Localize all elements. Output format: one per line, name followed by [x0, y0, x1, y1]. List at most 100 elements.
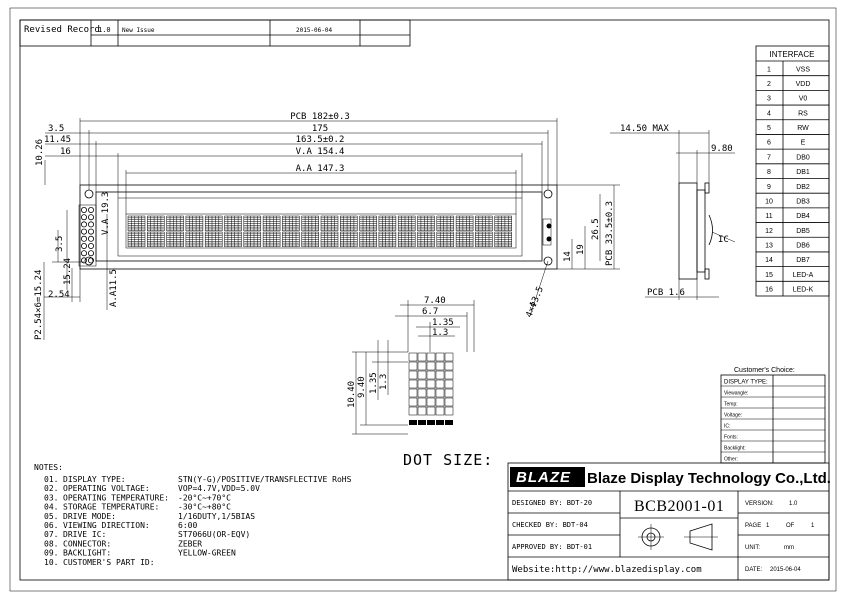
note-number: 02.	[44, 484, 58, 493]
pcb-outline	[79, 184, 558, 270]
pin-number: 14	[765, 257, 773, 264]
dim-10-26: 10.26	[35, 139, 45, 166]
connector-pad	[81, 206, 88, 213]
page-number: 1	[766, 523, 770, 529]
pin-number: 12	[765, 228, 773, 235]
pin-number: 4	[767, 110, 771, 117]
dim-aa-height: A.A11.5	[109, 269, 119, 307]
brand-logo-text: BLAZE	[516, 469, 571, 486]
note-number: 10.	[44, 558, 58, 567]
char-cell	[301, 231, 319, 248]
note-number: 04.	[44, 503, 58, 512]
dot-dim-6-7: 6.7	[422, 307, 438, 317]
mount-hole-tl	[84, 189, 94, 199]
dim-pitch: P2.54×6=15.24	[34, 270, 44, 340]
char-cell	[475, 231, 493, 248]
note-number: 07.	[44, 530, 58, 539]
connector-pad	[81, 242, 88, 249]
dot	[435, 352, 445, 362]
char-cell	[301, 215, 319, 232]
note-key: OPERATING TEMPERATURE:	[63, 493, 169, 502]
dot	[444, 361, 454, 371]
dot	[435, 361, 445, 371]
dot	[435, 406, 445, 416]
side-pin-bottom	[704, 268, 710, 280]
side-view: 14.50 MAX 9.80 IC PCB 1.6	[610, 124, 736, 300]
pin-signal: DB0	[796, 154, 810, 161]
outer-frame	[9, 7, 837, 592]
dim-16: 16	[60, 147, 71, 157]
website: Website:http://www.blazedisplay.com	[512, 565, 702, 575]
connector-pad	[88, 235, 95, 242]
pin-number: 16	[765, 287, 773, 294]
dot-dim-9-40: 9.40	[357, 376, 367, 398]
char-cell	[243, 231, 262, 248]
revision-description: New Issue	[122, 27, 155, 34]
dot	[435, 379, 445, 389]
pin-number: 11	[765, 213, 772, 220]
interface-title: INTERFACE	[770, 50, 815, 59]
choice-row-label: Other:	[724, 456, 738, 462]
dot	[408, 388, 418, 398]
horizontal-dimensions: PCB 182±0.3 175 163.5±0.2 V.A 154.4 A.A …	[35, 112, 558, 214]
char-cell	[204, 215, 223, 232]
connector-pad	[81, 235, 88, 242]
char-cell	[320, 231, 339, 248]
choice-row-label: Fonts:	[724, 434, 738, 440]
date-value: 2015-06-04	[770, 567, 801, 573]
page-of: OF	[786, 523, 795, 529]
dot	[444, 370, 454, 380]
dot	[417, 406, 427, 416]
side-ic-blob	[708, 214, 713, 246]
customer-choice: Customer's Choice: DISPLAY TYPE:Viewangl…	[720, 367, 826, 464]
char-cell	[455, 215, 474, 232]
note-number: 09.	[44, 549, 58, 558]
dim-3-5-v: 3.5	[55, 236, 65, 252]
designed-by: DESIGNED BY: BDT-20	[512, 499, 592, 507]
title-block: BLAZE Blaze Display Technology Co.,Ltd. …	[507, 462, 831, 581]
dim-va-height: V.A 19.3	[101, 192, 111, 235]
viewing-area	[117, 197, 523, 257]
page-key: PAGE	[745, 523, 761, 529]
dot	[417, 388, 427, 398]
dim-3-5: 3.5	[48, 124, 64, 134]
dot	[417, 370, 427, 380]
pin-signal: DB7	[796, 257, 810, 264]
pin-signal: DB1	[796, 169, 810, 176]
char-cell	[359, 215, 377, 232]
char-cell	[359, 231, 377, 248]
dim-14: 14	[563, 251, 573, 262]
side-lcd	[696, 189, 706, 273]
choice-row-label: Backlight:	[724, 445, 746, 451]
note-value: -20°C~+70°C	[178, 493, 231, 502]
version-value: 1.0	[789, 501, 798, 507]
dot	[435, 370, 445, 380]
pin-signal: RS	[798, 110, 808, 117]
pin-number: 1	[767, 66, 771, 73]
choice-row-label: Viewangle:	[724, 390, 748, 396]
dim-175: 175	[312, 124, 328, 134]
note-value: 1/16DUTY,1/5BIAS	[178, 512, 255, 521]
char-cell	[243, 215, 262, 232]
pin-number: 15	[765, 272, 773, 279]
dot	[426, 370, 436, 380]
char-cell	[475, 215, 493, 232]
unit-value: mm	[784, 545, 794, 551]
dim-15-24: 15.24	[63, 258, 73, 285]
connector-pad	[88, 206, 95, 213]
led-tab	[542, 218, 552, 246]
mount-hole-bl	[84, 256, 94, 266]
dim-19: 19	[576, 244, 586, 255]
char-cell	[320, 215, 339, 232]
note-key: STORAGE TEMPERATURE:	[63, 503, 159, 512]
connector-pad	[88, 250, 95, 257]
note-number: 01.	[44, 475, 58, 484]
char-cell	[127, 215, 146, 232]
version-key: VERSION:	[745, 501, 774, 507]
bezel-outline	[95, 191, 543, 262]
cursor-dot	[409, 420, 417, 425]
revision-block: Revised Record 1.0 New Issue 2015-06-04	[19, 19, 411, 47]
pin-signal: DB6	[796, 243, 810, 250]
dot	[444, 379, 454, 389]
